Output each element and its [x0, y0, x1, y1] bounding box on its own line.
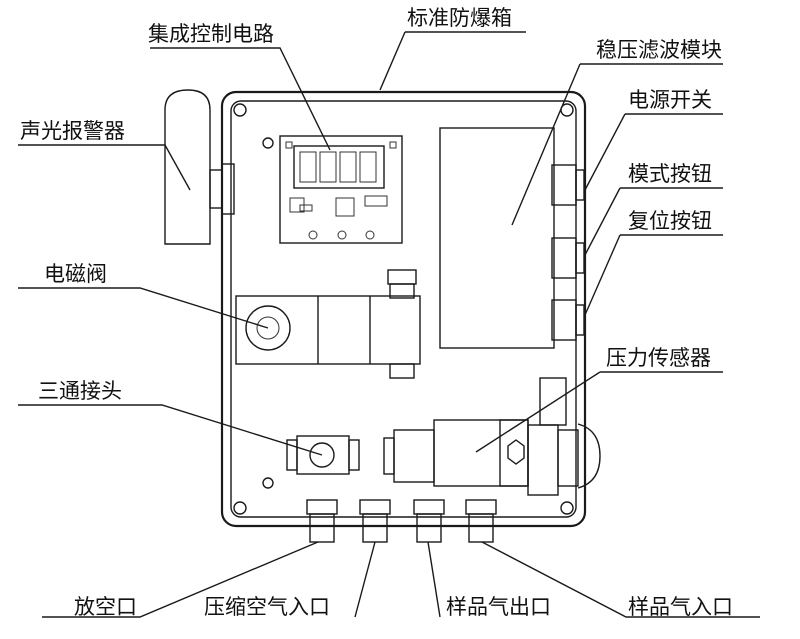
label-mode-button: 模式按钮 — [628, 162, 712, 186]
label-vent-port: 放空口 — [74, 595, 137, 619]
label-reset-button: 复位按钮 — [628, 209, 712, 233]
label-solenoid-valve: 电磁阀 — [44, 262, 107, 286]
label-tee-joint: 三通接头 — [38, 379, 122, 403]
label-regulator-filter-module: 稳压滤波模块 — [596, 38, 722, 62]
label-sample-gas-outlet: 样品气出口 — [446, 595, 551, 619]
label-integrated-circuit: 集成控制电路 — [148, 22, 274, 46]
regulator-filter-module — [439, 127, 555, 349]
bottom-ports — [306, 499, 497, 543]
sound-light-alarm — [164, 89, 235, 245]
label-sample-gas-inlet: 样品气入口 — [628, 595, 733, 619]
label-pressure-sensor: 压力传感器 — [606, 346, 711, 370]
control-circuit-board — [279, 135, 403, 244]
solenoid-valve — [235, 269, 421, 379]
label-sound-light-alarm: 声光报警器 — [20, 119, 125, 143]
tee-joint — [286, 435, 360, 475]
label-explosion-proof-box: 标准防爆箱 — [407, 6, 512, 30]
label-power-switch: 电源开关 — [628, 88, 712, 112]
explosion-proof-box — [220, 90, 587, 528]
leader-lines — [18, 31, 760, 618]
pressure-sensor — [383, 377, 601, 496]
label-compressed-air-inlet: 压缩空气入口 — [204, 595, 330, 619]
right-side-buttons — [551, 164, 585, 341]
